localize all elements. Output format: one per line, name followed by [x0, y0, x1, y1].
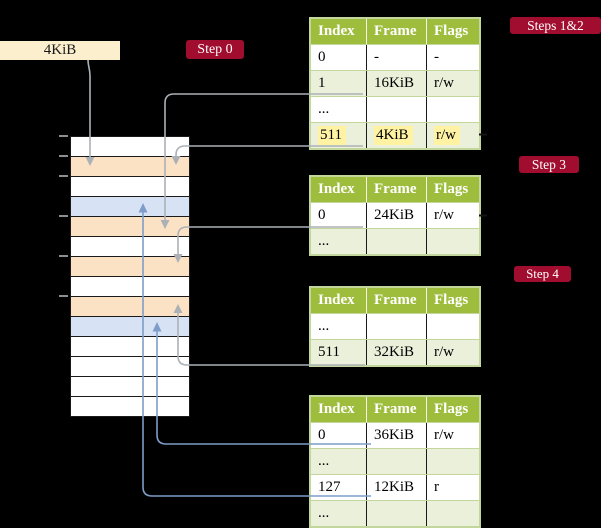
table-header-cell: Index	[311, 19, 367, 44]
table-cell: 1	[311, 71, 367, 96]
table-cell: r/w	[434, 427, 454, 443]
table-cell: 12KiB	[367, 475, 427, 500]
memory-frame-row-white	[71, 277, 189, 297]
memory-frame-row-white	[71, 377, 189, 397]
table-cell: 16KiB	[367, 71, 427, 96]
memory-frame-row-white	[71, 137, 189, 157]
table-row: ...	[311, 448, 479, 474]
memory-frame-row-orange	[71, 257, 189, 277]
highlighted-value: 4KiB	[374, 126, 413, 145]
table-row: ...	[311, 313, 479, 339]
step-0-label: Step 0	[186, 40, 244, 59]
table-cell	[427, 229, 479, 254]
table-cell: 24KiB	[367, 203, 427, 228]
memory-frame-row-white	[71, 397, 189, 416]
table-row: ...	[311, 96, 479, 122]
table-cell: ...	[311, 229, 367, 254]
frame-boundary-tick	[59, 295, 68, 297]
table-cell: 0	[311, 45, 367, 70]
table-cell	[427, 501, 479, 526]
table-cell: r	[434, 479, 439, 495]
page-size-label: 4KiB	[0, 41, 120, 60]
table-cell	[427, 97, 479, 122]
step-3-label: Step 3	[519, 156, 579, 173]
table-cell: r/w	[427, 123, 479, 148]
memory-frame-row-orange	[71, 297, 189, 317]
frame-boundary-tick	[59, 155, 68, 157]
table-cell: r/w	[434, 344, 454, 360]
table-cell: 0	[311, 423, 367, 448]
table-header-cell: Index	[311, 288, 367, 313]
frame-boundary-tick	[59, 255, 68, 257]
table-header-cell: Frame	[367, 177, 427, 202]
table-cell: 511	[311, 123, 367, 148]
table-cell: 511	[311, 340, 367, 365]
memory-column	[70, 136, 190, 417]
table-cell: -	[367, 45, 427, 70]
table-row: 511 4KiB r/w	[311, 122, 479, 148]
table-cell: -	[434, 49, 439, 65]
table-header-cell: Frame	[367, 288, 427, 313]
table-cell: 0	[311, 203, 367, 228]
table-header-cell: Frame	[367, 19, 427, 44]
memory-frame-row-white	[71, 357, 189, 377]
memory-frame-row-blue	[71, 197, 189, 217]
memory-frame-row-white	[71, 337, 189, 357]
table-row: ...	[311, 500, 479, 526]
highlighted-value: r/w	[434, 126, 460, 145]
table-header-cell: Frame	[367, 397, 427, 422]
table-row: 0--	[311, 44, 479, 70]
highlighted-value: 511	[318, 126, 346, 145]
table-cell: ...	[311, 97, 367, 122]
table-header-cell: Flags	[434, 181, 469, 197]
table-cell: r/w	[434, 75, 454, 91]
memory-frame-row-white	[71, 237, 189, 257]
step-4-label: Step 4	[514, 266, 571, 282]
table-header-cell: Index	[311, 177, 367, 202]
frame-boundary-tick	[59, 175, 68, 177]
table-header-cell: Index	[311, 397, 367, 422]
table-cell: 4KiB	[367, 123, 427, 148]
table-cell	[367, 229, 427, 254]
frame-boundary-tick	[59, 135, 68, 137]
table-cell	[427, 314, 479, 339]
memory-frame-row-white	[71, 177, 189, 197]
table-header-cell: Flags	[434, 23, 469, 39]
table-cell: ...	[311, 449, 367, 474]
table-cell: 127	[311, 475, 367, 500]
table-cell: ...	[311, 501, 367, 526]
table-cell: ...	[311, 314, 367, 339]
table-cell	[367, 449, 427, 474]
table-cell	[367, 501, 427, 526]
table-cell: 36KiB	[367, 423, 427, 448]
table-cell	[427, 449, 479, 474]
table-row: ...	[311, 228, 479, 254]
memory-frame-row-orange	[71, 157, 189, 177]
memory-frame-row-blue	[71, 317, 189, 337]
table-header-cell: Flags	[434, 401, 469, 417]
table-cell: r/w	[434, 207, 454, 223]
steps-1-2-label: Steps 1&2	[510, 17, 601, 34]
table-cell	[367, 314, 427, 339]
table-cell	[367, 97, 427, 122]
frame-boundary-tick	[59, 215, 68, 217]
table-cell: 32KiB	[367, 340, 427, 365]
table-header-cell: Flags	[434, 292, 469, 308]
memory-frame-row-orange	[71, 217, 189, 237]
